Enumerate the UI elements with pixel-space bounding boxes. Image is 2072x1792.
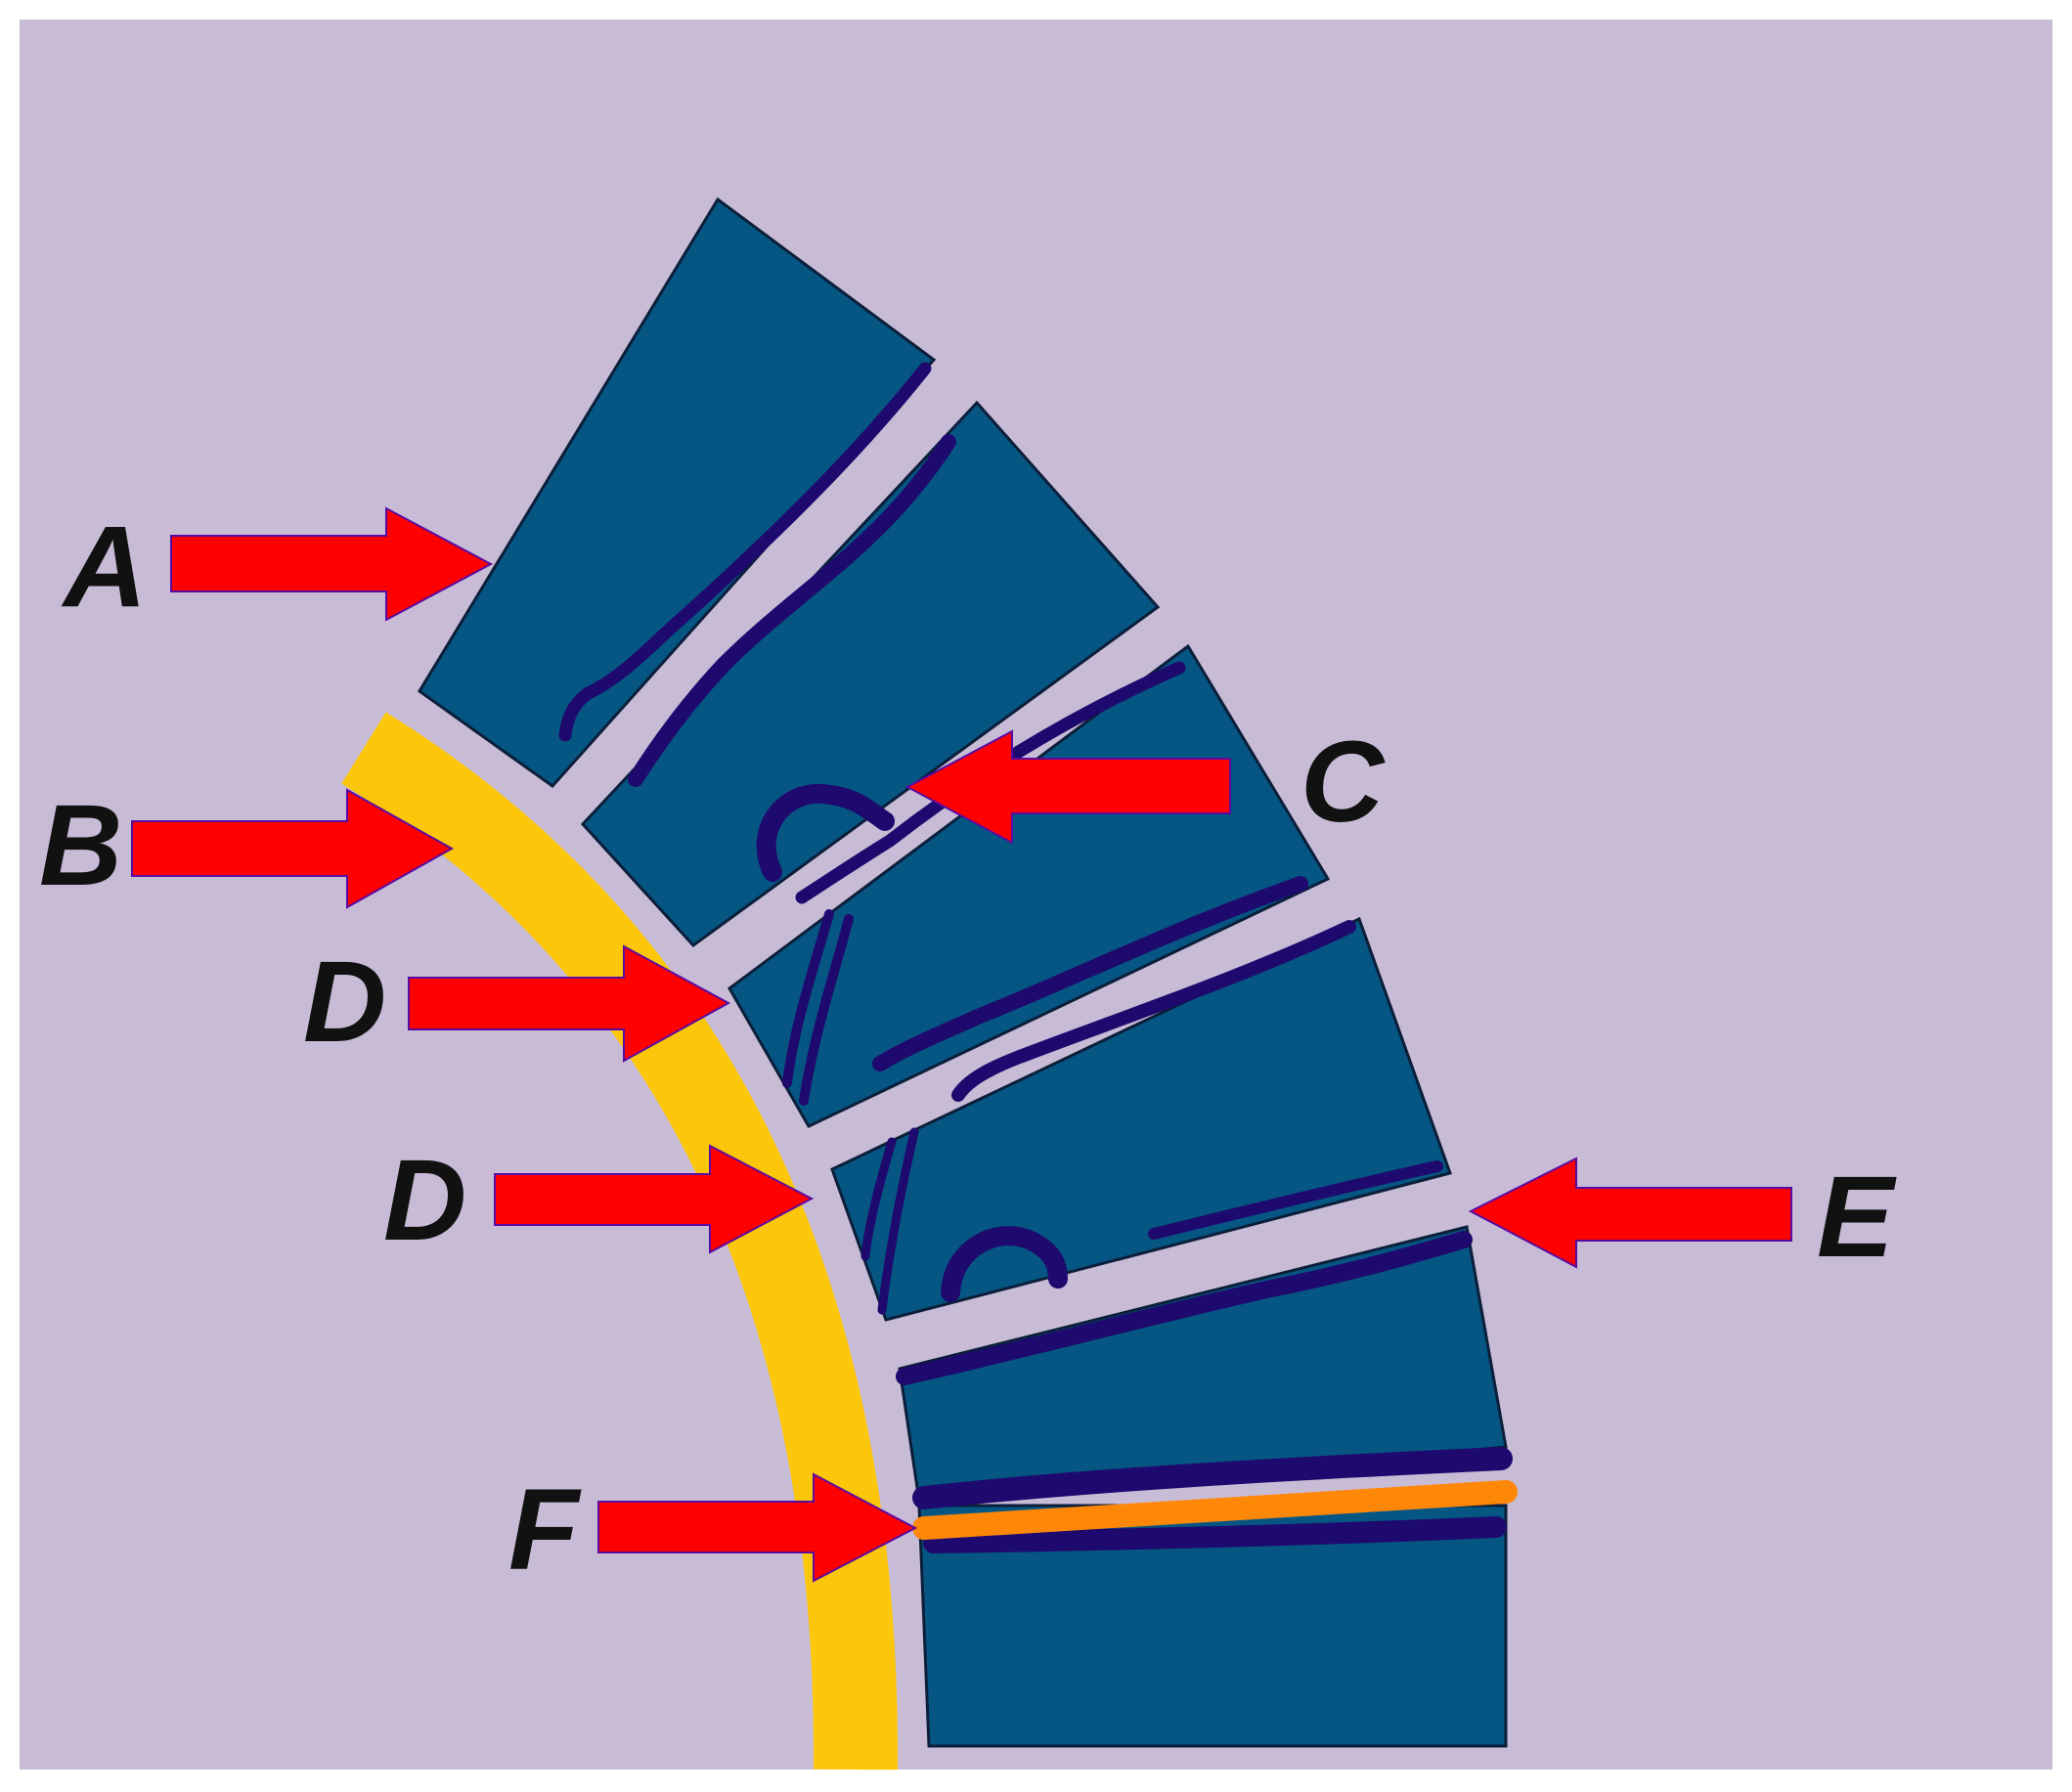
label-group: A B C D D E F (39, 503, 1897, 1595)
arrow-d1 (408, 944, 731, 1063)
arrow-b (131, 788, 455, 909)
arrow-d2 (494, 1144, 815, 1254)
crack-block3-bottom (872, 876, 1308, 1071)
crack-block4-bottom (1148, 1160, 1443, 1240)
label-d1: D (303, 938, 386, 1067)
block-4 (830, 916, 1452, 1322)
crack-block4-loop (941, 1226, 1068, 1302)
crack-block6-top (923, 1516, 1507, 1553)
crack-block4-vertical-a (860, 1137, 897, 1261)
label-a: A (61, 503, 147, 632)
label-e: E (1817, 1153, 1897, 1282)
arrow-c (904, 729, 1231, 845)
crack-block4-vertical-b (877, 1127, 919, 1315)
arrow-a (170, 506, 494, 622)
crack-c-loop (756, 784, 895, 882)
crack-group (558, 362, 1513, 1553)
label-c: C (1301, 718, 1386, 847)
arrow-group (131, 506, 1792, 1583)
crack-block3-top (795, 661, 1186, 904)
yellow-curved-band (341, 712, 899, 1770)
label-f: F (508, 1465, 582, 1595)
label-b: B (39, 781, 122, 910)
orange-line (912, 1480, 1518, 1540)
crack-block1 (558, 362, 932, 742)
crack-block3-vertical-b (799, 914, 854, 1106)
label-d2: D (383, 1136, 466, 1265)
crack-block5-top (896, 1231, 1473, 1385)
crack-block2-long (628, 434, 956, 787)
arrow-f (597, 1472, 918, 1583)
arrow-e (1468, 1157, 1792, 1269)
block-1 (417, 197, 937, 789)
crack-block4-top (951, 920, 1356, 1102)
crack-block3-vertical-a (782, 909, 834, 1088)
crack-block5-bottom (912, 1447, 1513, 1509)
